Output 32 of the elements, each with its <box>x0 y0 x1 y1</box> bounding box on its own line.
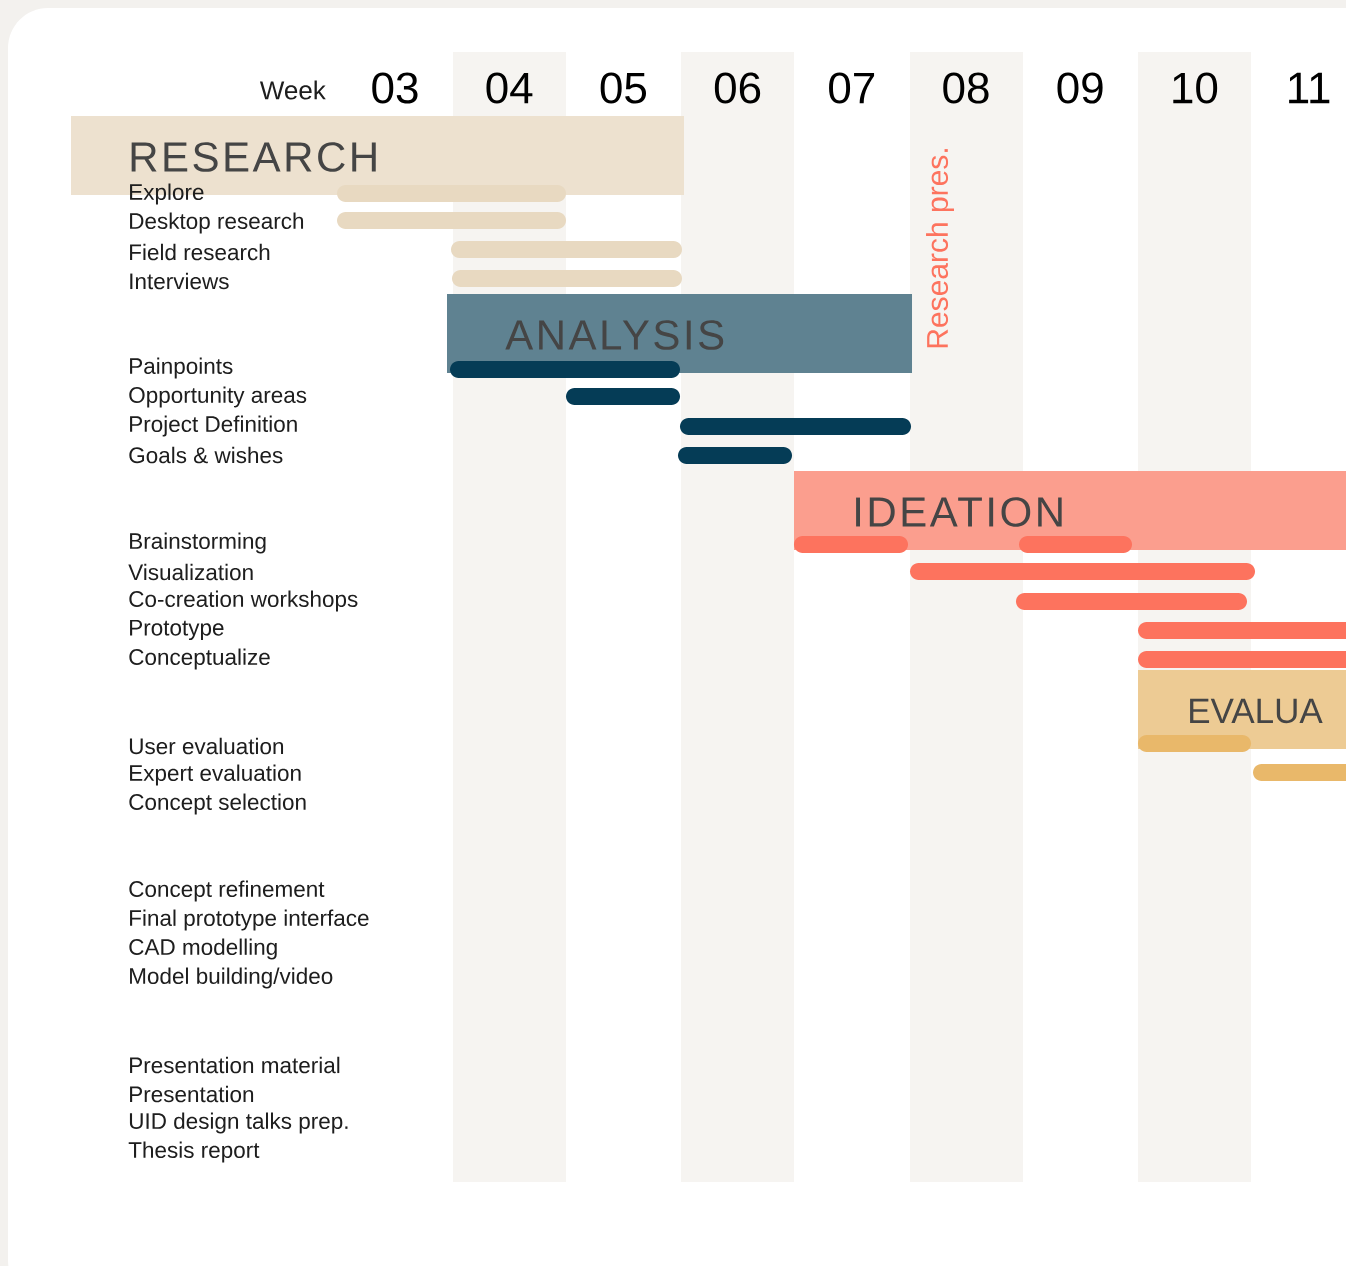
task-label: Conceptualize <box>129 648 270 670</box>
task-label: Concept refinement <box>129 880 325 902</box>
week-number: 06 <box>714 72 761 104</box>
week-number: 09 <box>1057 72 1103 104</box>
task-label: Interviews <box>130 272 229 290</box>
week-number: 08 <box>943 72 989 104</box>
task-label: CAD modelling <box>129 938 277 960</box>
task-label: Prototype <box>130 619 224 641</box>
task-label: User evaluation <box>129 737 284 755</box>
task-label: Model building/video <box>130 967 333 989</box>
task-label: Presentation material <box>130 1056 340 1074</box>
task-label: Co-creation workshops <box>129 590 358 612</box>
phase-band: IDEATION <box>794 471 1346 550</box>
task-label: Final prototype interface <box>130 909 369 931</box>
week-number: 11 <box>1289 72 1330 104</box>
task-label: Concept selection <box>129 793 306 815</box>
task-label: Project Definition <box>130 415 297 437</box>
task-label: Brainstorming <box>130 532 266 554</box>
week-number: 07 <box>829 72 875 104</box>
milestone-label: Research pres. <box>926 149 954 348</box>
task-label: Goals & wishes <box>129 446 283 464</box>
task-label: UID design talks prep. <box>129 1112 348 1134</box>
phase-band: ANALYSIS <box>447 294 912 373</box>
week-number: 10 <box>1173 72 1218 104</box>
task-label: Opportunity areas <box>129 386 307 408</box>
task-label: Expert evaluation <box>130 764 301 786</box>
task-label: Thesis report <box>128 1141 260 1163</box>
task-label: Visualization <box>128 563 253 581</box>
task-label: Field research <box>130 243 270 261</box>
phase-band: EVALUA <box>1138 670 1346 749</box>
task-label: Painpoints <box>130 357 233 379</box>
task-label: Presentation <box>130 1085 254 1103</box>
